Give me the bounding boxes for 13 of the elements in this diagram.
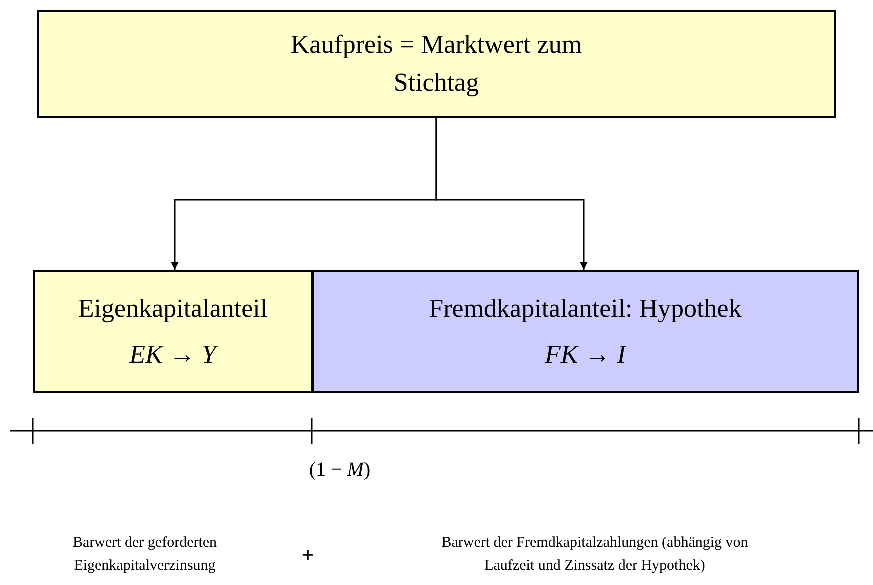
box-title: Fremdkapitalanteil: Hypothek	[429, 292, 742, 325]
arrow	[436, 118, 588, 270]
formula-label: (1 − M)	[308, 458, 372, 483]
box-title: Kaufpreis = Marktwert zum Stichtag	[290, 29, 584, 99]
label-box	[312, 270, 859, 393]
plus-sign: +	[300, 544, 316, 566]
formula: EK → Y	[130, 336, 216, 374]
label-box	[33, 270, 313, 393]
label-box	[37, 10, 836, 118]
description-text: Barwert der geforderten Eigenkapitalverzinsung	[72, 534, 218, 576]
formula: FK → I	[545, 338, 626, 370]
box-title: Eigenkapitalanteil	[78, 292, 268, 325]
description-text: Barwert der Fremdkapitalzahlungen (abhängig von Laufzeit und Zinssatz der Hypothek)	[440, 534, 750, 576]
